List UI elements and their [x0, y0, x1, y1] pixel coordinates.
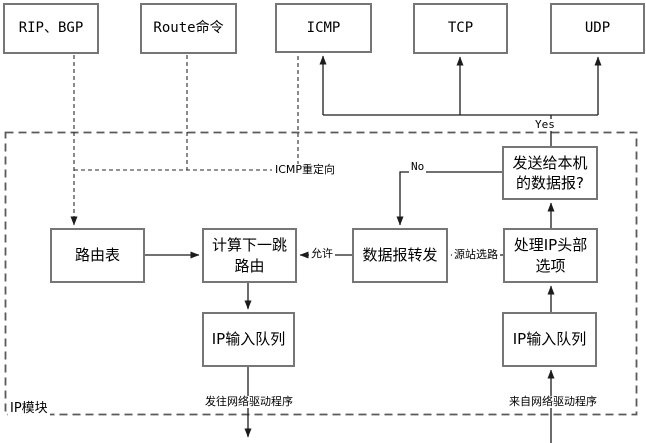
label-from-network-driver: 来自网络驱动程序 — [507, 395, 599, 409]
box-process-ip-header: 处理IP头部 选项 — [503, 228, 598, 283]
label-to-network-driver: 发往网络驱动程序 — [203, 395, 295, 409]
box-icmp: ICMP — [275, 3, 372, 53]
box-rip-bgp: RIP、BGP — [3, 3, 99, 54]
edge-no-branch — [396, 171, 503, 226]
box-routing-table: 路由表 — [50, 228, 145, 283]
label-ip-module: IP模块 — [8, 397, 50, 416]
ip-module-border — [4, 131, 638, 416]
box-ip-input-queue-right: IP输入队列 — [502, 312, 597, 367]
label-allow: 允许 — [309, 247, 335, 261]
box-datagram-forwarding: 数据报转发 — [352, 228, 448, 283]
box-tcp: TCP — [413, 3, 508, 54]
label-source-routing: 源站选路 — [452, 248, 500, 262]
label-no: No — [409, 160, 427, 174]
box-route-command: Route命令 — [140, 3, 237, 54]
box-calc-next-hop: 计算下一跳 路由 — [202, 228, 297, 283]
box-ip-input-queue-left: IP输入队列 — [202, 312, 295, 367]
box-sent-to-local-host: 发送给本机 的数据报? — [502, 146, 598, 200]
label-icmp-redirect: ICMP重定向 — [273, 163, 338, 177]
box-udp: UDP — [550, 3, 645, 54]
label-yes: Yes — [533, 118, 557, 132]
